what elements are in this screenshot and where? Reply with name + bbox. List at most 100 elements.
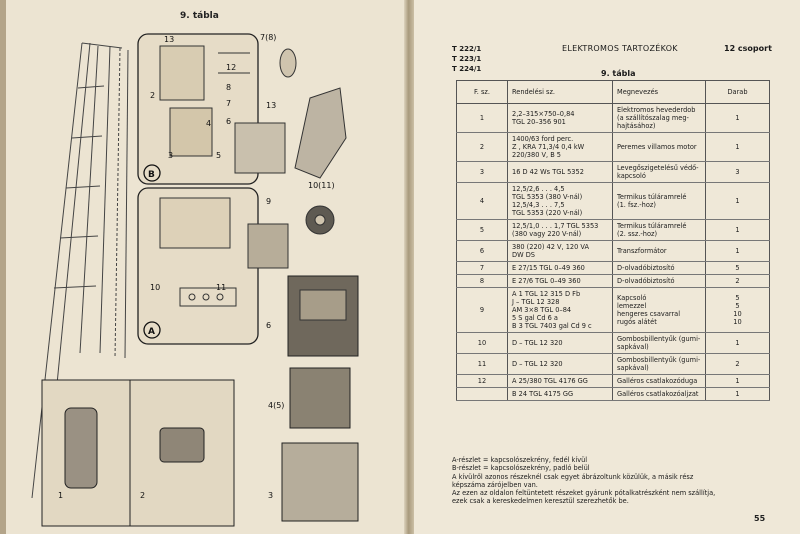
order-number-cell-line: E 27/6 TGL 0–49 360	[512, 277, 581, 285]
quantity-cell: 1	[705, 219, 770, 241]
label-10-11: 10(11)	[308, 181, 335, 190]
label-6: 6	[226, 117, 231, 126]
number-cell: 6	[456, 240, 508, 262]
label-7: 7	[226, 99, 231, 108]
quantity-cell-line: 1	[735, 114, 740, 122]
relay	[247, 223, 289, 269]
name-cell-line: rugós alátét	[617, 318, 657, 326]
number-cell: 10	[456, 332, 508, 354]
header-order-number: Rendelési sz.	[507, 80, 613, 104]
label-13b: 13	[266, 101, 276, 110]
order-number-cell-line: Z , KRA 71,3/4 0,4 kW	[512, 143, 585, 151]
quantity-cell-line: 1	[735, 247, 740, 255]
order-number-cell-line: 1400/63 ford perc.	[512, 135, 574, 143]
name-cell-line: Termikus túláramrelé	[617, 222, 687, 230]
label-4: 4	[206, 119, 211, 128]
group-label: 12 csoport	[724, 44, 772, 53]
footnote-line: B-részlet = kapcsolószekrény, padló belü…	[452, 464, 590, 473]
name-cell-line: Elektromos hevederdob	[617, 106, 696, 114]
quantity-cell-line: 5	[735, 294, 740, 302]
order-number-cell: E 27/6 TGL 0–49 360	[507, 274, 613, 288]
name-cell: D-olvadóbiztosító	[612, 261, 706, 275]
name-cell-line: (1. fsz.-hoz)	[617, 201, 656, 209]
switch-module	[234, 122, 286, 174]
quantity-cell-line: 1	[735, 226, 740, 234]
number-cell: 3	[456, 161, 508, 183]
catalog-codes: T 222/1 T 223/1 T 224/1	[452, 44, 481, 74]
quantity-cell: 2	[705, 353, 770, 375]
order-number-cell-line: A 25/380 TGL 4176 GG	[512, 377, 588, 385]
page-number: 55	[754, 514, 766, 523]
label-13a: 13	[164, 35, 174, 44]
order-number-cell: B 24 TGL 4175 GG	[507, 387, 613, 401]
number-cell: 9	[456, 287, 508, 333]
plug	[294, 87, 347, 179]
order-number-cell: D – TGL 12 320	[507, 353, 613, 375]
order-number-cell-line: B 24 TGL 4175 GG	[512, 390, 574, 398]
catalog-code: T 224/1	[452, 65, 482, 73]
header-quantity: Darab	[705, 80, 770, 104]
contactor	[289, 367, 351, 429]
name-cell-line: lemezzel	[617, 302, 647, 310]
name-cell: Galléros csatlakozóaljzat	[612, 387, 706, 401]
order-number-cell-line: 12,5/2,6 . . . 4,5	[512, 185, 565, 193]
footnotes: A-részlet = kapcsolószekrény, fedél kívü…	[452, 456, 768, 506]
flange-motor	[159, 427, 205, 463]
drum-motor	[64, 407, 98, 489]
fuse	[279, 48, 297, 78]
quantity-cell-line: 1	[735, 377, 740, 385]
name-cell: D-olvadóbiztosító	[612, 274, 706, 288]
name-cell-line: Levegőszigetelésű védő-	[617, 164, 699, 172]
contactor-2	[281, 442, 359, 522]
label-a: A	[148, 327, 155, 337]
quantity-cell-line: 10	[733, 318, 742, 326]
footnote-line: Az ezen az oldalon feltüntetett részeket…	[452, 489, 716, 498]
quantity-cell: 1	[705, 240, 770, 262]
detail-b-marker	[143, 164, 161, 182]
order-number-cell-line: 2,2–315×750–0,84	[512, 110, 575, 118]
name-cell-line: Galléros csatlakozóduga	[617, 377, 698, 385]
order-number-cell: 16 D 42 Ws TGL 5352	[507, 161, 613, 183]
name-cell: Termikus túláramrelé(2. ssz.-hoz)	[612, 219, 706, 241]
label-b: B	[148, 170, 155, 180]
quantity-cell-line: 1	[735, 143, 740, 151]
order-number-cell-line: E 27/15 TGL 0–49 360	[512, 264, 585, 272]
catalog-code: T 223/1	[452, 55, 482, 63]
order-number-cell: 12,5/1,0 . . . 1,7 TGL 5353(380 vagy 220…	[507, 219, 613, 241]
footnote-line: ezek csak a kereskedelmen keresztül szer…	[452, 497, 629, 506]
label-9: 9	[266, 197, 271, 206]
order-number-cell-line: TGL 5353 (220 V-nál)	[512, 209, 583, 217]
label-1: 1	[58, 491, 63, 500]
footnote-line: A-részlet = kapcsolószekrény, fedél kívü…	[452, 456, 588, 464]
quantity-cell: 1	[705, 182, 770, 220]
order-number-cell-line: 12,5/4,3 . . . 7,5	[512, 201, 565, 209]
quantity-cell-line: 1	[735, 339, 740, 347]
number-cell	[456, 387, 508, 401]
quantity-cell: 1	[705, 103, 770, 133]
quantity-cell-line: 2	[735, 277, 740, 285]
parts-illustration: B A 13 2 3 4 5 6 7 8 1	[31, 33, 359, 527]
header-number: F. sz.	[456, 80, 508, 104]
label-11: 11	[216, 283, 226, 292]
order-number-cell-line: AM 3×8 TGL 0–84	[512, 306, 572, 314]
name-cell-line: D-olvadóbiztosító	[617, 277, 675, 285]
order-number-cell-line: A 1 TGL 12 315 D Fb	[512, 290, 581, 298]
quantity-cell: 5	[705, 261, 770, 275]
book-gutter	[404, 0, 414, 534]
name-cell: Transzformátor	[612, 240, 706, 262]
conveyor-drawing	[31, 42, 129, 499]
